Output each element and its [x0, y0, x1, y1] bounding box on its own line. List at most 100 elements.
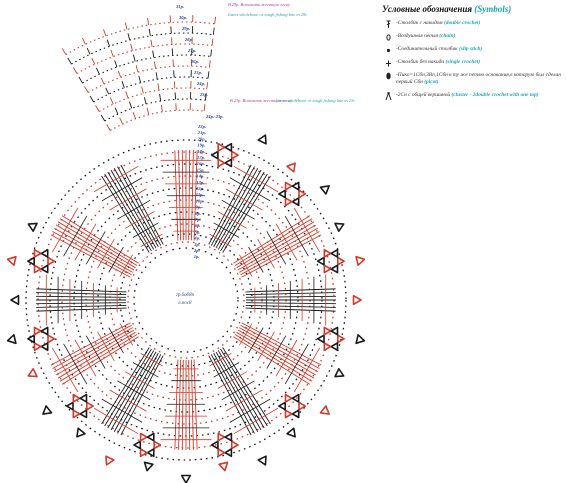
- stitch-column: [245, 295, 336, 298]
- stitch-column: [239, 327, 318, 373]
- stitch-column: [190, 359, 194, 450]
- fan-stitch: [117, 70, 122, 78]
- picot-triangle: [47, 256, 56, 266]
- fan-stitch: [211, 38, 214, 46]
- fan-stitch: [114, 107, 119, 115]
- stitch-column: [188, 359, 191, 450]
- fan-row: [65, 21, 215, 56]
- round-label-upper: 30р.: [178, 15, 187, 20]
- stitch-column: [104, 348, 152, 427]
- picot-triangle: [284, 181, 293, 191]
- legend-item-label-en: (picot): [424, 79, 439, 85]
- stitch-bar: [101, 177, 143, 202]
- stitch-bar: [225, 389, 263, 412]
- stitch-bar: [119, 254, 133, 277]
- stitch-bar: [140, 353, 163, 367]
- stitch-column: [188, 150, 191, 241]
- picot-triangle: [143, 461, 154, 472]
- fan-stitch: [121, 80, 125, 88]
- stitch-bar: [124, 211, 155, 229]
- fan-stitch: [100, 77, 105, 85]
- stitch-column: [181, 359, 184, 450]
- picot-triangle: [278, 401, 287, 411]
- legend-item-label-en: (double crochet): [443, 20, 481, 26]
- stitch-column: [57, 331, 136, 379]
- stitch-column: [210, 354, 255, 434]
- fan-row: [98, 87, 207, 113]
- stitch-bar: [109, 188, 147, 211]
- round-label-upper: 26р.: [190, 59, 199, 64]
- picot-triangle: [323, 248, 332, 258]
- stitch-column: [57, 221, 136, 269]
- stitch-column: [220, 173, 268, 252]
- stitch-column: [178, 150, 182, 241]
- chain-round-2: [127, 241, 245, 359]
- legend-item-label-en: (chain): [439, 33, 456, 39]
- round-label-lower: 5р.: [195, 229, 201, 234]
- picot-triangle: [291, 197, 300, 207]
- stitch-column: [178, 359, 182, 450]
- stitch-column: [110, 169, 157, 249]
- picot-triangle: [217, 142, 226, 152]
- picot-triangle: [27, 334, 36, 344]
- picot-triangle: [42, 405, 53, 415]
- picot-triangle: [65, 401, 74, 411]
- note-29-en: Insert wholebone or tough fishing line i…: [227, 12, 308, 17]
- picot-triangle: [316, 334, 325, 344]
- legend-item-chain: -Воздушная петля (chain): [382, 33, 564, 41]
- stitch-bar: [275, 223, 298, 261]
- stitch-bar: [117, 380, 151, 401]
- stitch-column: [210, 166, 255, 246]
- round-label-upper: 31р.: [175, 4, 184, 9]
- fan-stitch: [95, 105, 100, 112]
- fan-row: [109, 109, 205, 131]
- stitch-column: [236, 221, 315, 269]
- picot-triangle: [330, 264, 339, 274]
- round-label-lower: 8р.: [195, 211, 201, 216]
- stitch-column: [36, 292, 127, 296]
- stitch-bar: [257, 238, 275, 269]
- picot-triangle: [230, 150, 239, 160]
- picot-triangle: [355, 255, 366, 267]
- picot-triangle: [298, 189, 307, 199]
- picot-triangle: [27, 222, 38, 232]
- fan-stitch: [159, 94, 162, 102]
- stitch-bar: [233, 407, 279, 435]
- crochet-chart: 31р.30р.29р.28р.27р.26р.25р.24р.23р.22р.…: [6, 2, 366, 483]
- picot-triangle: [286, 162, 296, 173]
- round-label-lower: 11р.: [196, 192, 204, 197]
- picot-triangle: [72, 409, 81, 419]
- picot-triangle: [278, 189, 287, 199]
- round-label-lower: 3р.: [193, 242, 200, 247]
- stitch-column: [36, 304, 127, 308]
- picot-triangle: [323, 264, 332, 274]
- round-label-lower: 19р.: [197, 143, 205, 148]
- stitch-bar: [217, 211, 248, 229]
- stitch-bar: [293, 347, 321, 393]
- round-label-lower: 15р.: [197, 167, 205, 172]
- picot-triangle: [291, 393, 300, 403]
- picot-triangle: [40, 342, 49, 352]
- stitch-column: [215, 169, 262, 249]
- fan-stitch: [207, 71, 210, 79]
- stitch-bar: [239, 323, 253, 346]
- picot-triangle: [210, 150, 219, 160]
- picot-triangle: [284, 393, 293, 403]
- fan-stitch: [150, 39, 153, 47]
- fan-row: [82, 54, 211, 84]
- stitch-bar: [51, 207, 79, 253]
- picot-triangle: [316, 256, 325, 266]
- stitch-bar: [132, 362, 159, 378]
- legend-item-label: -Столбик с накидом: [396, 20, 444, 26]
- round-label-lower: 7р.: [195, 217, 201, 222]
- round-label-upper: 24р.: [196, 81, 205, 86]
- chain-round-3: [119, 233, 253, 367]
- note-29-ru: В 29р. Вставить жесткую леску: [228, 2, 290, 7]
- stitch-bar: [213, 362, 240, 378]
- round-label-lower: 13р.: [196, 180, 204, 185]
- stitch-column: [220, 348, 268, 427]
- stitch-bar: [132, 222, 159, 238]
- picot-triangle: [330, 326, 339, 336]
- fan-stitch: [106, 39, 110, 47]
- stitch-column: [59, 218, 138, 266]
